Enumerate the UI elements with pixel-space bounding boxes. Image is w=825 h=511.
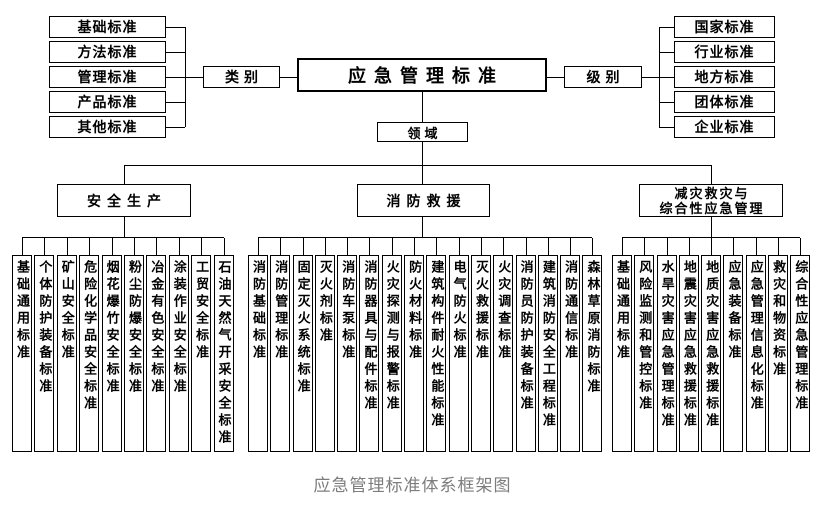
branch1-drop-line [124, 165, 125, 184]
leaf-standard-box: 地质灾害应急救援标准 [701, 238, 722, 452]
leaf-standard-box: 危险化学品安全标准 [79, 238, 100, 452]
leaf-standard-box: 综合性应急管理标准 [790, 238, 811, 452]
level-item-box: 地方标准 [659, 66, 775, 88]
field-down-line [422, 142, 423, 165]
leaf-standard-box: 建筑构件耐火性能标准 [426, 238, 447, 452]
leaf-standard-box: 消防通信标准 [560, 238, 581, 452]
root-to-level-line [547, 77, 564, 78]
leaf-standard-box: 森林草原消防标准 [582, 238, 603, 452]
category-item-box: 产品标准 [49, 91, 185, 113]
leaf-standard-box: 消防员防护装备标准 [515, 238, 536, 452]
branch1-leaf-distributor-line [22, 237, 224, 238]
leaf-standard-box: 电气防火标准 [448, 238, 469, 452]
field-distributor-line [124, 165, 712, 166]
leaf-standard-box: 风险监测和管控标准 [634, 238, 655, 452]
category-box-list: 基础标准方法标准管理标准产品标准其他标准 [49, 16, 185, 138]
leaf-standard-box: 涂装作业安全标准 [168, 238, 189, 452]
category-item-box: 管理标准 [49, 66, 185, 88]
branch3-drop-line [711, 165, 712, 184]
level-label-box: 级别 [564, 66, 642, 88]
leaf-standard-box: 建筑消防安全工程标准 [537, 238, 558, 452]
leaf-standard-box: 应急装备标准 [723, 238, 744, 452]
leaf-standard-box: 石油天然气开采安全标准 [213, 238, 234, 452]
leaf-standard-box: 灭火救援标准 [470, 238, 491, 452]
branch2-leaf-distributor-line [258, 237, 592, 238]
disaster-reduction-leaf-list: 基础通用标准风险监测和管控标准水旱灾害应急管理标准地震灾害应急救援标准地质灾害应… [612, 238, 811, 452]
branch-fire-rescue-box: 消防救援 [357, 184, 490, 217]
leaf-standard-box: 地震灾害应急救援标准 [678, 238, 699, 452]
leaf-standard-box: 消防基础标准 [248, 238, 268, 452]
leaf-standard-box: 工贸安全标准 [191, 238, 212, 452]
category-item-box: 其他标准 [49, 116, 185, 138]
leaf-standard-box: 火灾调查标准 [493, 238, 514, 452]
leaf-standard-box: 消防车泵标准 [337, 238, 358, 452]
kind-to-root-line [280, 77, 297, 78]
leaf-standard-box: 灭火剂标准 [314, 238, 335, 452]
level-item-box: 国家标准 [659, 16, 775, 38]
category-item-box: 基础标准 [49, 16, 185, 38]
category-label-box: 类别 [203, 66, 280, 88]
leaf-standard-box: 基础通用标准 [612, 238, 632, 452]
leaf-standard-box: 粉尘防爆安全标准 [123, 238, 144, 452]
branch3-leaf-distributor-line [622, 237, 800, 238]
branch2-stem-line [422, 217, 423, 237]
branch2-drop-line [422, 165, 423, 184]
branch3-stem-line [711, 217, 712, 237]
branch-safety-production-box: 安全生产 [57, 184, 191, 217]
root-to-field-line [422, 92, 423, 122]
branch-disaster-line2: 综合性应急管理 [659, 200, 765, 216]
leaf-standard-box: 应急管理信息化标准 [745, 238, 766, 452]
root-title-box: 应急管理标准 [297, 58, 547, 92]
category-to-kind-line [166, 77, 203, 78]
branch1-stem-line [124, 217, 125, 237]
fire-rescue-leaf-list: 消防基础标准消防管理标准固定灭火系统标准灭火剂标准消防车泵标准消防器具与配件标准… [248, 238, 603, 452]
leaf-standard-box: 消防器具与配件标准 [359, 238, 380, 452]
level-box-list: 国家标准行业标准地方标准团体标准企业标准 [659, 16, 775, 138]
level-item-box: 团体标准 [659, 91, 775, 113]
level-item-box: 行业标准 [659, 41, 775, 63]
leaf-standard-box: 水旱灾害应急管理标准 [656, 238, 677, 452]
level-item-box: 企业标准 [659, 116, 775, 138]
leaf-standard-box: 基础通用标准 [12, 238, 32, 452]
leaf-standard-box: 矿山安全标准 [56, 238, 77, 452]
field-label-box: 领域 [377, 122, 468, 142]
branch-disaster-line1: 减灾救灾与 [674, 185, 750, 201]
branch-disaster-reduction-box: 减灾救灾与 综合性应急管理 [639, 184, 783, 217]
leaf-standard-box: 个体防护装备标准 [34, 238, 55, 452]
leaf-standard-box: 防火材料标准 [404, 238, 425, 452]
category-item-box: 方法标准 [49, 41, 185, 63]
leaf-standard-box: 消防管理标准 [270, 238, 291, 452]
leaf-standard-box: 冶金有色安全标准 [146, 238, 167, 452]
safety-production-leaf-list: 基础通用标准个体防护装备标准矿山安全标准危险化学品安全标准烟花爆竹安全标准粉尘防… [12, 238, 234, 452]
leaf-standard-box: 烟花爆竹安全标准 [101, 238, 122, 452]
diagram-caption: 应急管理标准体系框架图 [313, 476, 512, 495]
leaf-standard-box: 火灾探测与报警标准 [381, 238, 402, 452]
leaf-standard-box: 固定灭火系统标准 [292, 238, 313, 452]
level-to-bracket-line [642, 77, 674, 78]
leaf-standard-box: 救灾和物资标准 [768, 238, 789, 452]
